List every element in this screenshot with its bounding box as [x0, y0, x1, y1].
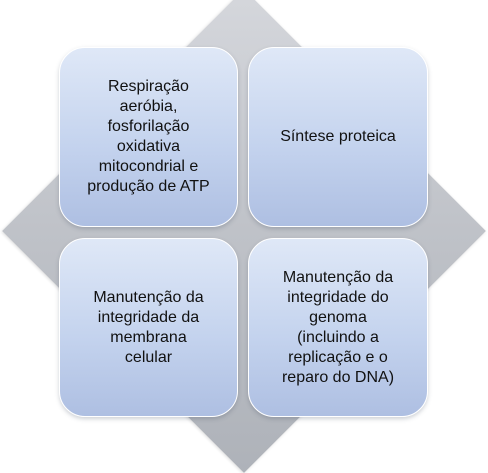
box-genome-integrity-label: Manutenção da integridade do genoma (inc… — [282, 268, 394, 388]
box-membrane-integrity: Manutenção da integridade da membrana ce… — [59, 238, 238, 417]
box-protein-synthesis-label: Síntese proteica — [280, 127, 396, 147]
box-membrane-integrity-label: Manutenção da integridade da membrana ce… — [93, 288, 203, 368]
box-genome-integrity: Manutenção da integridade do genoma (inc… — [248, 238, 428, 417]
box-respiration-label: Respiração aeróbia, fosforilação oxidati… — [87, 77, 209, 197]
box-respiration: Respiração aeróbia, fosforilação oxidati… — [59, 47, 238, 227]
box-protein-synthesis: Síntese proteica — [248, 47, 428, 227]
